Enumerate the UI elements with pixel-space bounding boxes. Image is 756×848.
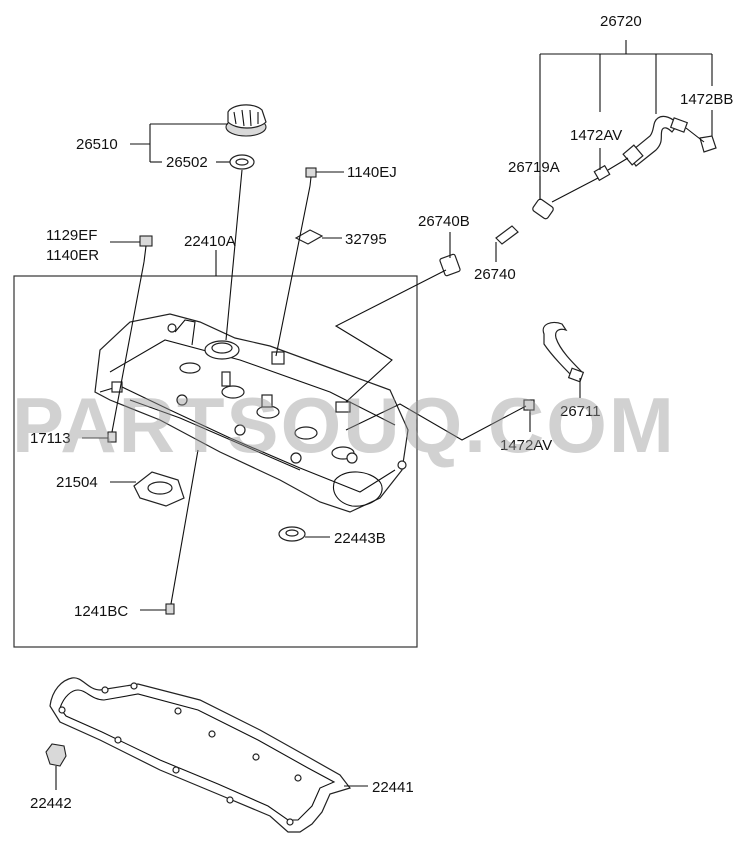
label-26740[interactable]: 26740 (474, 266, 516, 283)
label-1472AV-top[interactable]: 1472AV (570, 127, 622, 144)
grommet-drawing (45, 743, 67, 767)
label-26720[interactable]: 26720 (600, 13, 642, 30)
label-21504[interactable]: 21504 (56, 474, 98, 491)
bolt-1241BC-drawing (165, 603, 175, 615)
label-26510[interactable]: 26510 (76, 136, 118, 153)
label-1129EF[interactable]: 1129EF (46, 227, 97, 244)
label-26740B[interactable]: 26740B (418, 213, 470, 230)
bolt-1129EF-drawing (139, 235, 153, 263)
label-22443B[interactable]: 22443B (334, 530, 386, 547)
leader-lines (55, 40, 713, 790)
label-22441[interactable]: 22441 (372, 779, 414, 796)
watermark: PARTSOUQ.COM (12, 381, 676, 469)
label-26711[interactable]: 26711 (560, 403, 601, 420)
label-1140EJ[interactable]: 1140EJ (347, 164, 397, 181)
label-22410A[interactable]: 22410A (184, 233, 236, 250)
label-22442[interactable]: 22442 (30, 795, 72, 812)
part-labels: 26720 1472BB 1472AV 26719A 26510 26502 1… (30, 13, 733, 812)
label-1241BC[interactable]: 1241BC (74, 603, 128, 620)
pcv-hose-drawing (523, 321, 585, 411)
baffle-plate-drawing (133, 471, 185, 507)
cover-gasket-drawing (49, 677, 352, 833)
cylinder-head-cover-drawing (94, 313, 409, 513)
label-26502[interactable]: 26502 (166, 154, 208, 171)
bracket-32795-drawing (294, 229, 324, 245)
label-1472AV-bottom[interactable]: 1472AV (500, 437, 552, 454)
label-17113[interactable]: 17113 (30, 430, 71, 447)
label-32795[interactable]: 32795 (345, 231, 387, 248)
label-1472BB[interactable]: 1472BB (680, 91, 733, 108)
bolt-1140EJ-drawing (305, 167, 317, 187)
label-26719A[interactable]: 26719A (508, 159, 560, 176)
breather-hose-drawing (439, 115, 717, 277)
oil-filler-cap-drawing (225, 104, 267, 137)
label-1140ER[interactable]: 1140ER (46, 247, 99, 264)
